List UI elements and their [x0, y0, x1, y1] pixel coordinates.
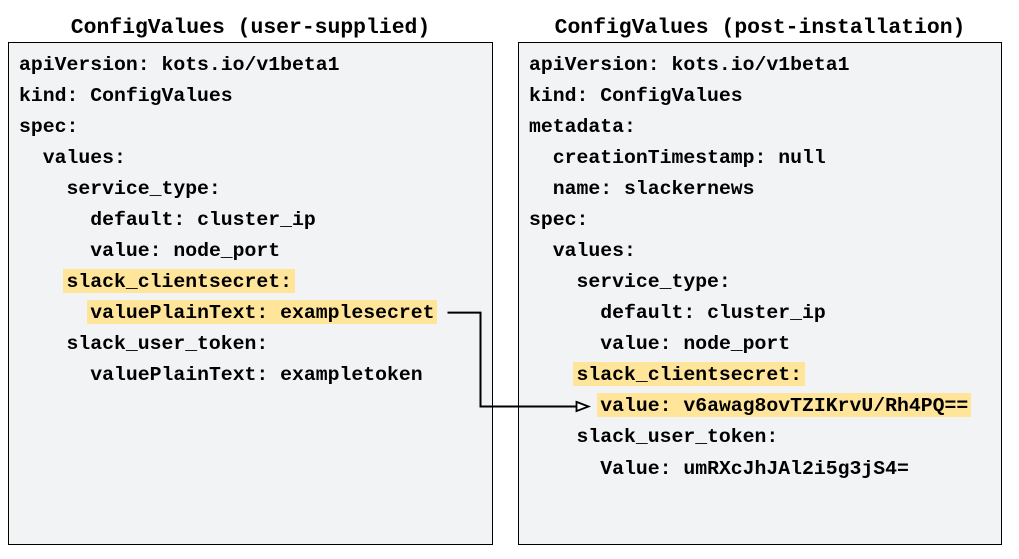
code-text: valuePlainText: exampletoken [90, 364, 423, 387]
right-code-box: apiVersion: kots.io/v1beta1 kind: ConfigV… [518, 42, 1002, 545]
code-text: apiVersion: kots.io/v1beta1 [529, 53, 850, 76]
code-indent [529, 364, 576, 386]
code-line: metadata: [529, 112, 1001, 143]
code-text: service_type: [576, 271, 731, 294]
code-line: name: slackernews [529, 174, 1001, 205]
code-line: value: v6awag8ovTZIKrvU/Rh4PQ== [529, 391, 1001, 422]
code-text: slack_user_token: [66, 333, 269, 356]
code-line: slack_clientsecret: [529, 360, 1001, 391]
code-text: spec: [529, 208, 589, 231]
code-indent [529, 302, 600, 324]
code-line: slack_clientsecret: [19, 267, 492, 298]
code-indent [19, 147, 43, 169]
code-indent [529, 426, 576, 448]
code-text: default: cluster_ip [90, 208, 316, 231]
code-text: kind: ConfigValues [529, 84, 743, 107]
code-indent [529, 147, 553, 169]
code-indent [529, 458, 600, 480]
code-text: Value: umRXcJhJAl2i5g3jS4= [600, 457, 909, 480]
highlighted-code-text: value: v6awag8ovTZIKrvU/Rh4PQ== [597, 393, 972, 417]
code-line: apiVersion: kots.io/v1beta1 [19, 50, 492, 81]
code-indent [529, 333, 600, 355]
code-line: service_type: [529, 267, 1001, 298]
code-text: value: node_port [600, 333, 791, 356]
code-text: spec: [19, 115, 79, 138]
code-line: default: cluster_ip [529, 298, 1001, 329]
code-line: default: cluster_ip [19, 205, 492, 236]
code-line: values: [529, 236, 1001, 267]
code-line: Value: umRXcJhJAl2i5g3jS4= [529, 454, 1001, 485]
code-text: default: cluster_ip [600, 302, 826, 325]
code-text: name: slackernews [552, 177, 755, 200]
highlighted-code-text: slack_clientsecret: [573, 362, 806, 386]
code-indent [19, 178, 66, 200]
code-text: service_type: [66, 177, 221, 200]
left-panel-title: ConfigValues (user-supplied) [70, 16, 431, 40]
code-line: value: node_port [529, 329, 1001, 360]
code-line: kind: ConfigValues [19, 81, 492, 112]
code-text: metadata: [529, 115, 636, 138]
code-line: spec: [529, 205, 1001, 236]
code-line: kind: ConfigValues [529, 81, 1001, 112]
code-text: kind: ConfigValues [19, 84, 233, 107]
code-text: values: [42, 146, 126, 169]
code-text: slack_user_token: [576, 426, 779, 449]
highlighted-code-text: slack_clientsecret: [63, 269, 296, 293]
code-indent [529, 240, 553, 262]
code-text: apiVersion: kots.io/v1beta1 [19, 53, 340, 76]
code-text: value: node_port [90, 239, 281, 262]
code-line: apiVersion: kots.io/v1beta1 [529, 50, 1001, 81]
code-line: spec: [19, 112, 492, 143]
highlighted-code-text: valuePlainText: examplesecret [87, 300, 438, 324]
code-line: valuePlainText: exampletoken [19, 360, 492, 391]
code-line: creationTimestamp: null [529, 143, 1001, 174]
code-indent [529, 178, 553, 200]
code-indent [19, 364, 90, 386]
code-line: slack_user_token: [19, 329, 492, 360]
code-indent [19, 209, 90, 231]
left-code-box: apiVersion: kots.io/v1beta1 kind: ConfigV… [8, 42, 493, 545]
code-indent [19, 271, 66, 293]
code-indent [19, 240, 90, 262]
code-line: service_type: [19, 174, 492, 205]
code-text: creationTimestamp: null [552, 146, 826, 169]
code-line: values: [19, 143, 492, 174]
code-indent [529, 395, 600, 417]
right-panel-title: ConfigValues (post-installation) [554, 16, 966, 40]
code-line: value: node_port [19, 236, 492, 267]
code-indent [19, 302, 90, 324]
code-indent [19, 333, 66, 355]
code-text: values: [552, 239, 636, 262]
code-indent [529, 271, 576, 293]
code-line: slack_user_token: [529, 422, 1001, 453]
code-line: valuePlainText: examplesecret [19, 298, 492, 329]
